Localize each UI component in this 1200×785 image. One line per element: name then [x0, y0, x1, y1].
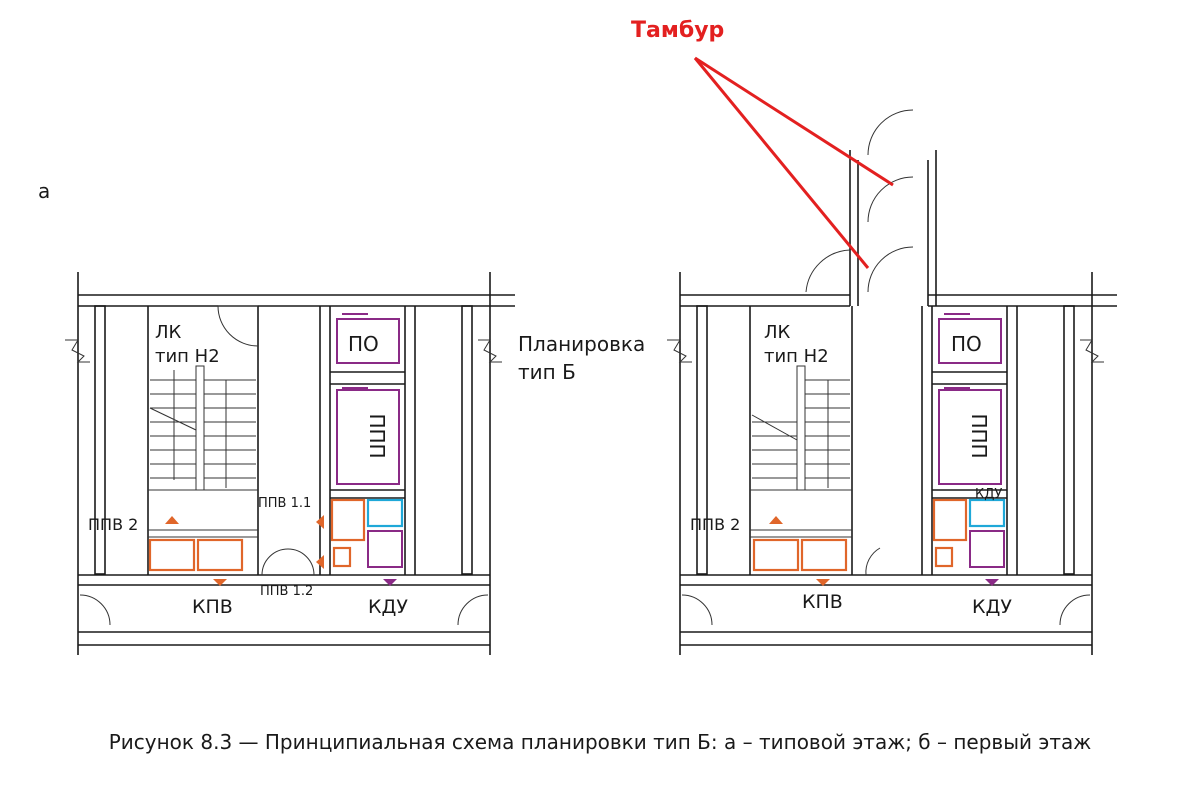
ppv11-cabinet — [330, 498, 366, 542]
ppv2-cabinet-b-1 — [752, 538, 800, 572]
stair-label-a-2: тип Н2 — [155, 346, 220, 367]
po-label-a: ПО — [348, 332, 379, 356]
cyan-cabinet — [366, 498, 404, 528]
small-cabinet-b — [934, 546, 954, 568]
ppp-label-a: ППП — [365, 413, 389, 458]
kdu-top-label-b: КДУ — [975, 487, 1002, 502]
ppv2-cabinet-2 — [196, 538, 244, 572]
stair-label-a-1: ЛК — [155, 322, 182, 343]
cyan-cabinet-b — [968, 498, 1006, 528]
po-cabinet-b — [938, 313, 1002, 364]
ppp-label-b: ППП — [967, 413, 991, 458]
ppp-cabinet — [336, 387, 400, 485]
ppv-cabinet-b — [932, 498, 968, 542]
kdu-cabinet — [367, 530, 403, 568]
ppv2-marker-b-icon — [769, 516, 783, 524]
stair-flight — [149, 365, 256, 491]
po-cabinet — [336, 313, 400, 364]
plan-first-floor — [667, 109, 1117, 655]
kdu-label-b: КДУ — [972, 596, 1012, 618]
plan-type-label-2: тип Б — [518, 360, 576, 384]
kdu-marker-b-icon — [985, 579, 999, 586]
stair-flight-b — [751, 365, 850, 491]
kpv-marker-icon — [213, 579, 227, 586]
plan-typical-floor — [65, 272, 515, 655]
kdu-cabinet-b — [969, 530, 1005, 568]
vestibule-annotation: Тамбур — [631, 18, 724, 43]
ppv11-label-a: ППВ 1.1 — [258, 496, 311, 511]
ppv11-marker-icon — [316, 515, 324, 529]
ppv2-label-b: ППВ 2 — [690, 515, 740, 534]
ppv2-label-a: ППВ 2 — [88, 515, 138, 534]
kpv-marker-b-icon — [816, 579, 830, 586]
figure-caption: Рисунок 8.3 — Принципиальная схема плани… — [109, 730, 1092, 754]
kdu-marker-icon — [383, 579, 397, 586]
stair-label-b-1: ЛК — [764, 322, 791, 343]
kdu-label-a: КДУ — [368, 596, 408, 618]
panel-letter-a: а — [38, 179, 50, 203]
ppv2-cabinet-1 — [148, 538, 196, 572]
vestibule-pointer — [693, 56, 894, 269]
ppv2-marker-icon — [165, 516, 179, 524]
ppv12-marker-icon — [316, 555, 324, 569]
ppv2-cabinet-b-2 — [800, 538, 848, 572]
ppp-cabinet-b — [938, 387, 1002, 485]
vestibule — [805, 109, 937, 306]
stair-label-b-2: тип Н2 — [764, 346, 829, 367]
po-label-b: ПО — [951, 332, 982, 356]
ppv12-cabinet — [332, 546, 352, 568]
plan-type-label-1: Планировка — [518, 332, 645, 356]
ppv12-label-a: ППВ 1.2 — [260, 584, 313, 599]
kpv-label-b: КПВ — [802, 591, 843, 613]
kpv-label-a: КПВ — [192, 596, 233, 618]
